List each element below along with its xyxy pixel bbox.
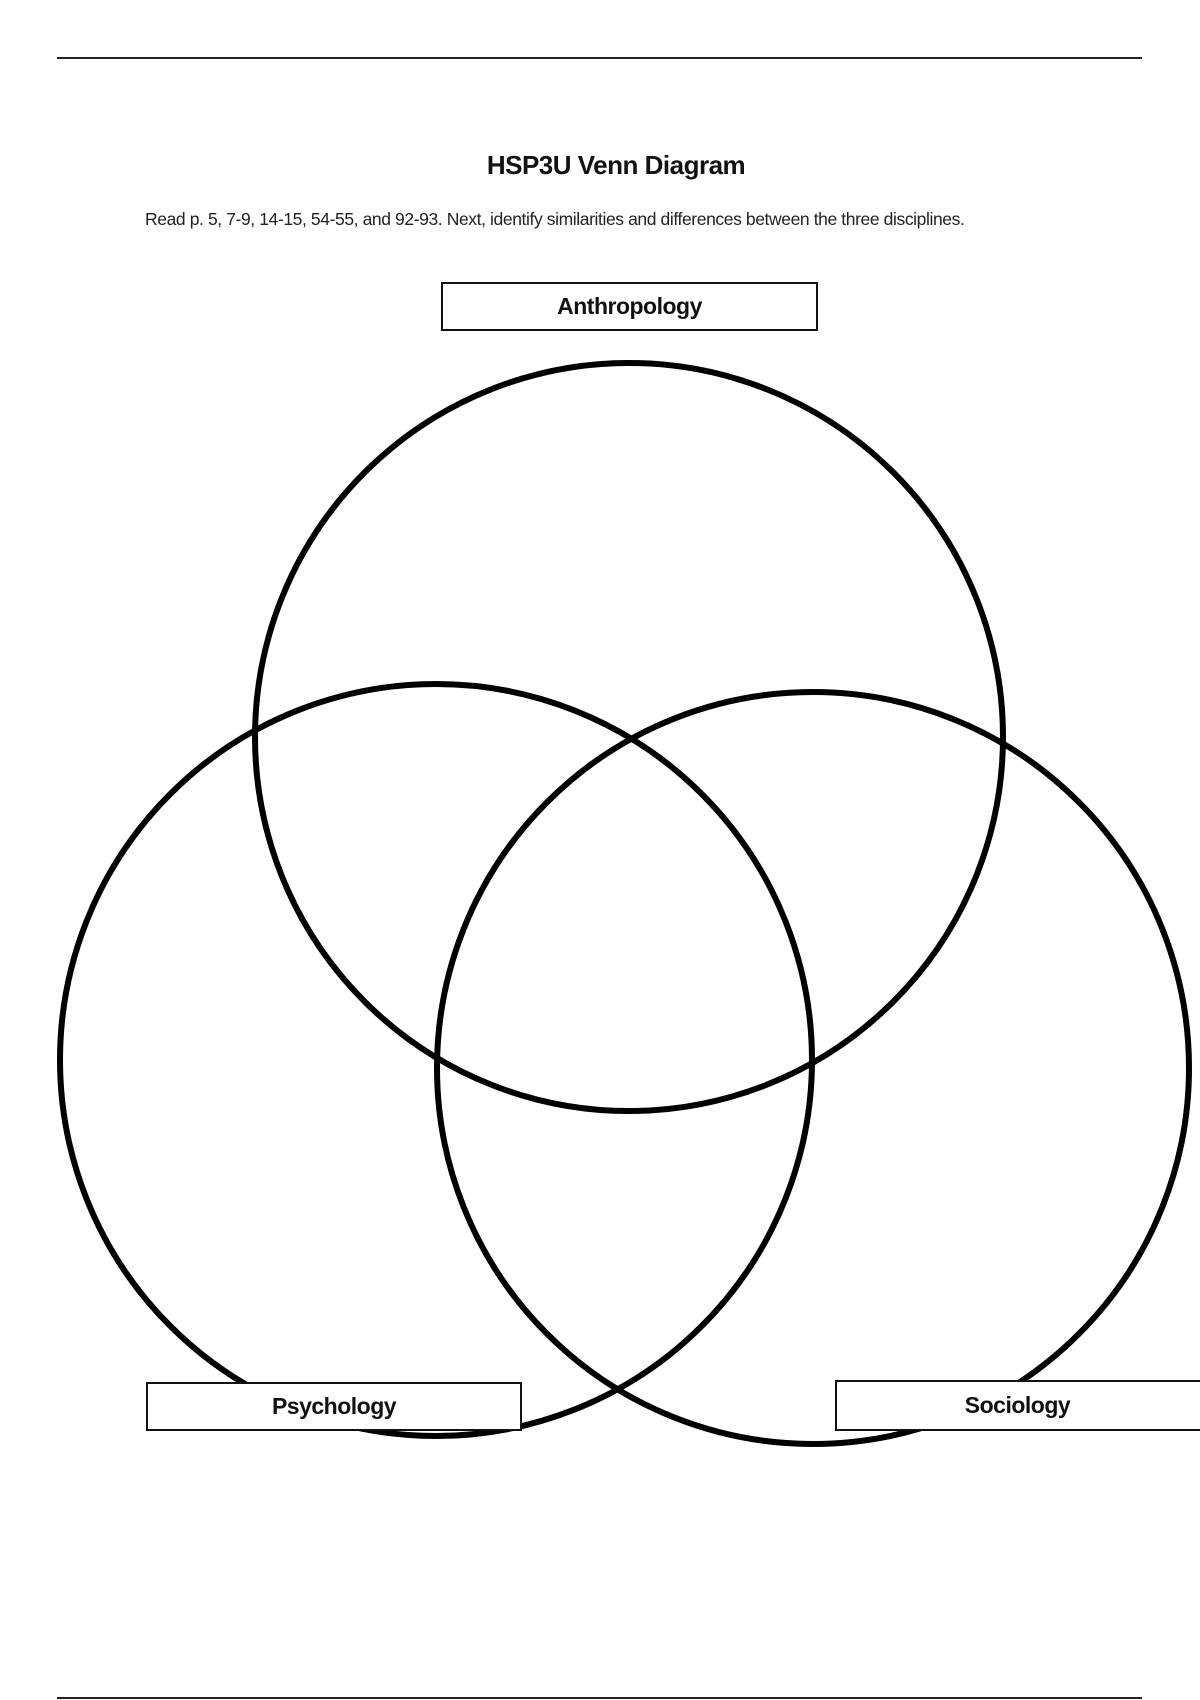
psychology-circle <box>57 681 815 1439</box>
psychology-label: Psychology <box>271 1393 397 1419</box>
sociology-label-box: Sociology <box>835 1380 1200 1431</box>
instructions-text: Read p. 5, 7-9, 14-15, 54-55, and 92-93.… <box>145 209 965 229</box>
anthropology-label: Anthropology <box>557 293 702 319</box>
footer-rule <box>57 1697 1142 1699</box>
sociology-circle <box>434 689 1192 1447</box>
anthropology-circle <box>252 360 1006 1114</box>
header-rule <box>57 57 1142 59</box>
anthropology-label-box: Anthropology <box>441 282 818 331</box>
psychology-label-box: Psychology <box>146 1382 522 1431</box>
page-title: HSP3U Venn Diagram <box>486 150 746 180</box>
sociology-label: Sociology <box>964 1392 1071 1418</box>
